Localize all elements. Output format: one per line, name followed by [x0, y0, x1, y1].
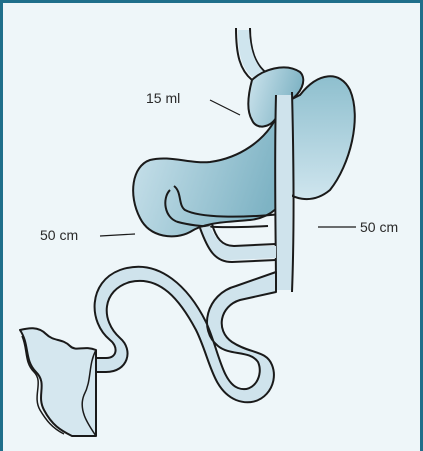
right-limb-length-label: 50 cm — [360, 220, 398, 234]
pouch-volume-label: 15 ml — [146, 91, 180, 105]
left-limb-length-label: 50 cm — [40, 228, 78, 242]
common-channel — [95, 267, 276, 403]
biliopancreatic-limb — [200, 224, 276, 262]
pouch-pointer — [210, 100, 240, 115]
roux-limb — [275, 92, 293, 292]
left-limb-pointer — [100, 234, 135, 236]
colon — [20, 328, 96, 436]
